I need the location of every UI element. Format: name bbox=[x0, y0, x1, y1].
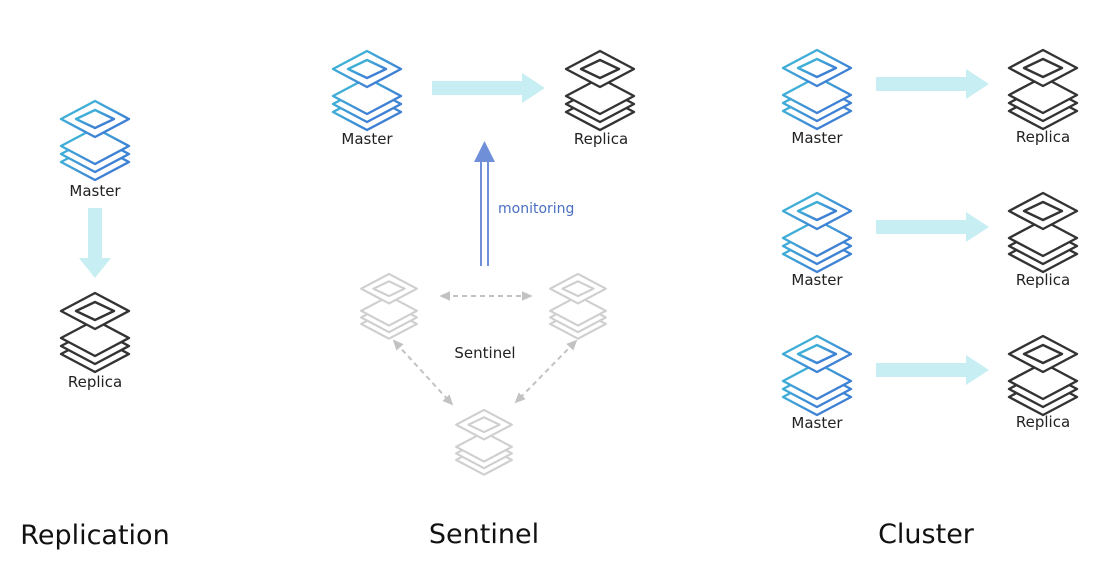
cluster-replica-label: Replica bbox=[1015, 271, 1071, 289]
cluster-replication-arrow bbox=[876, 355, 989, 385]
sentinel-title: Sentinel bbox=[428, 519, 540, 550]
sentinel-link bbox=[514, 339, 578, 404]
replication-title: Replication bbox=[20, 520, 170, 551]
cluster-master-label: Master bbox=[791, 271, 843, 289]
cluster-master-icon bbox=[781, 191, 853, 274]
cluster-master-icon bbox=[781, 334, 853, 417]
cluster-replica-icon bbox=[1007, 48, 1079, 131]
sentinel-label: Sentinel bbox=[454, 344, 516, 362]
sentinel-replication-arrow bbox=[432, 73, 545, 103]
sentinel-replica-icon bbox=[564, 49, 636, 132]
sentinel-node-icon bbox=[549, 272, 607, 340]
cluster-replica-icon bbox=[1007, 191, 1079, 274]
sentinel-link bbox=[392, 339, 454, 406]
cluster-replica-label: Replica bbox=[1015, 413, 1071, 431]
cluster-master-label: Master bbox=[791, 129, 843, 147]
cluster-master-label: Master bbox=[791, 414, 843, 432]
replication-master-label: Master bbox=[69, 182, 121, 200]
monitoring-label: monitoring bbox=[498, 201, 575, 217]
cluster-master-icon bbox=[781, 48, 853, 131]
sentinel-node-icon bbox=[360, 272, 418, 340]
sentinel-node-icon bbox=[455, 408, 513, 476]
cluster-replica-label: Replica bbox=[1015, 128, 1071, 146]
sentinel-replica-label: Replica bbox=[573, 130, 629, 148]
sentinel-master-icon bbox=[331, 49, 403, 132]
cluster-replica-icon bbox=[1007, 334, 1079, 417]
cluster-replication-arrow bbox=[876, 69, 989, 99]
replication-replica-icon bbox=[59, 291, 131, 374]
replication-arrow bbox=[79, 208, 111, 278]
replication-master-icon bbox=[59, 99, 131, 182]
replication-replica-label: Replica bbox=[67, 373, 123, 391]
cluster-replication-arrow bbox=[876, 212, 989, 242]
monitoring-arrow bbox=[474, 141, 495, 266]
sentinel-master-label: Master bbox=[341, 130, 393, 148]
cluster-title: Cluster bbox=[878, 519, 974, 550]
